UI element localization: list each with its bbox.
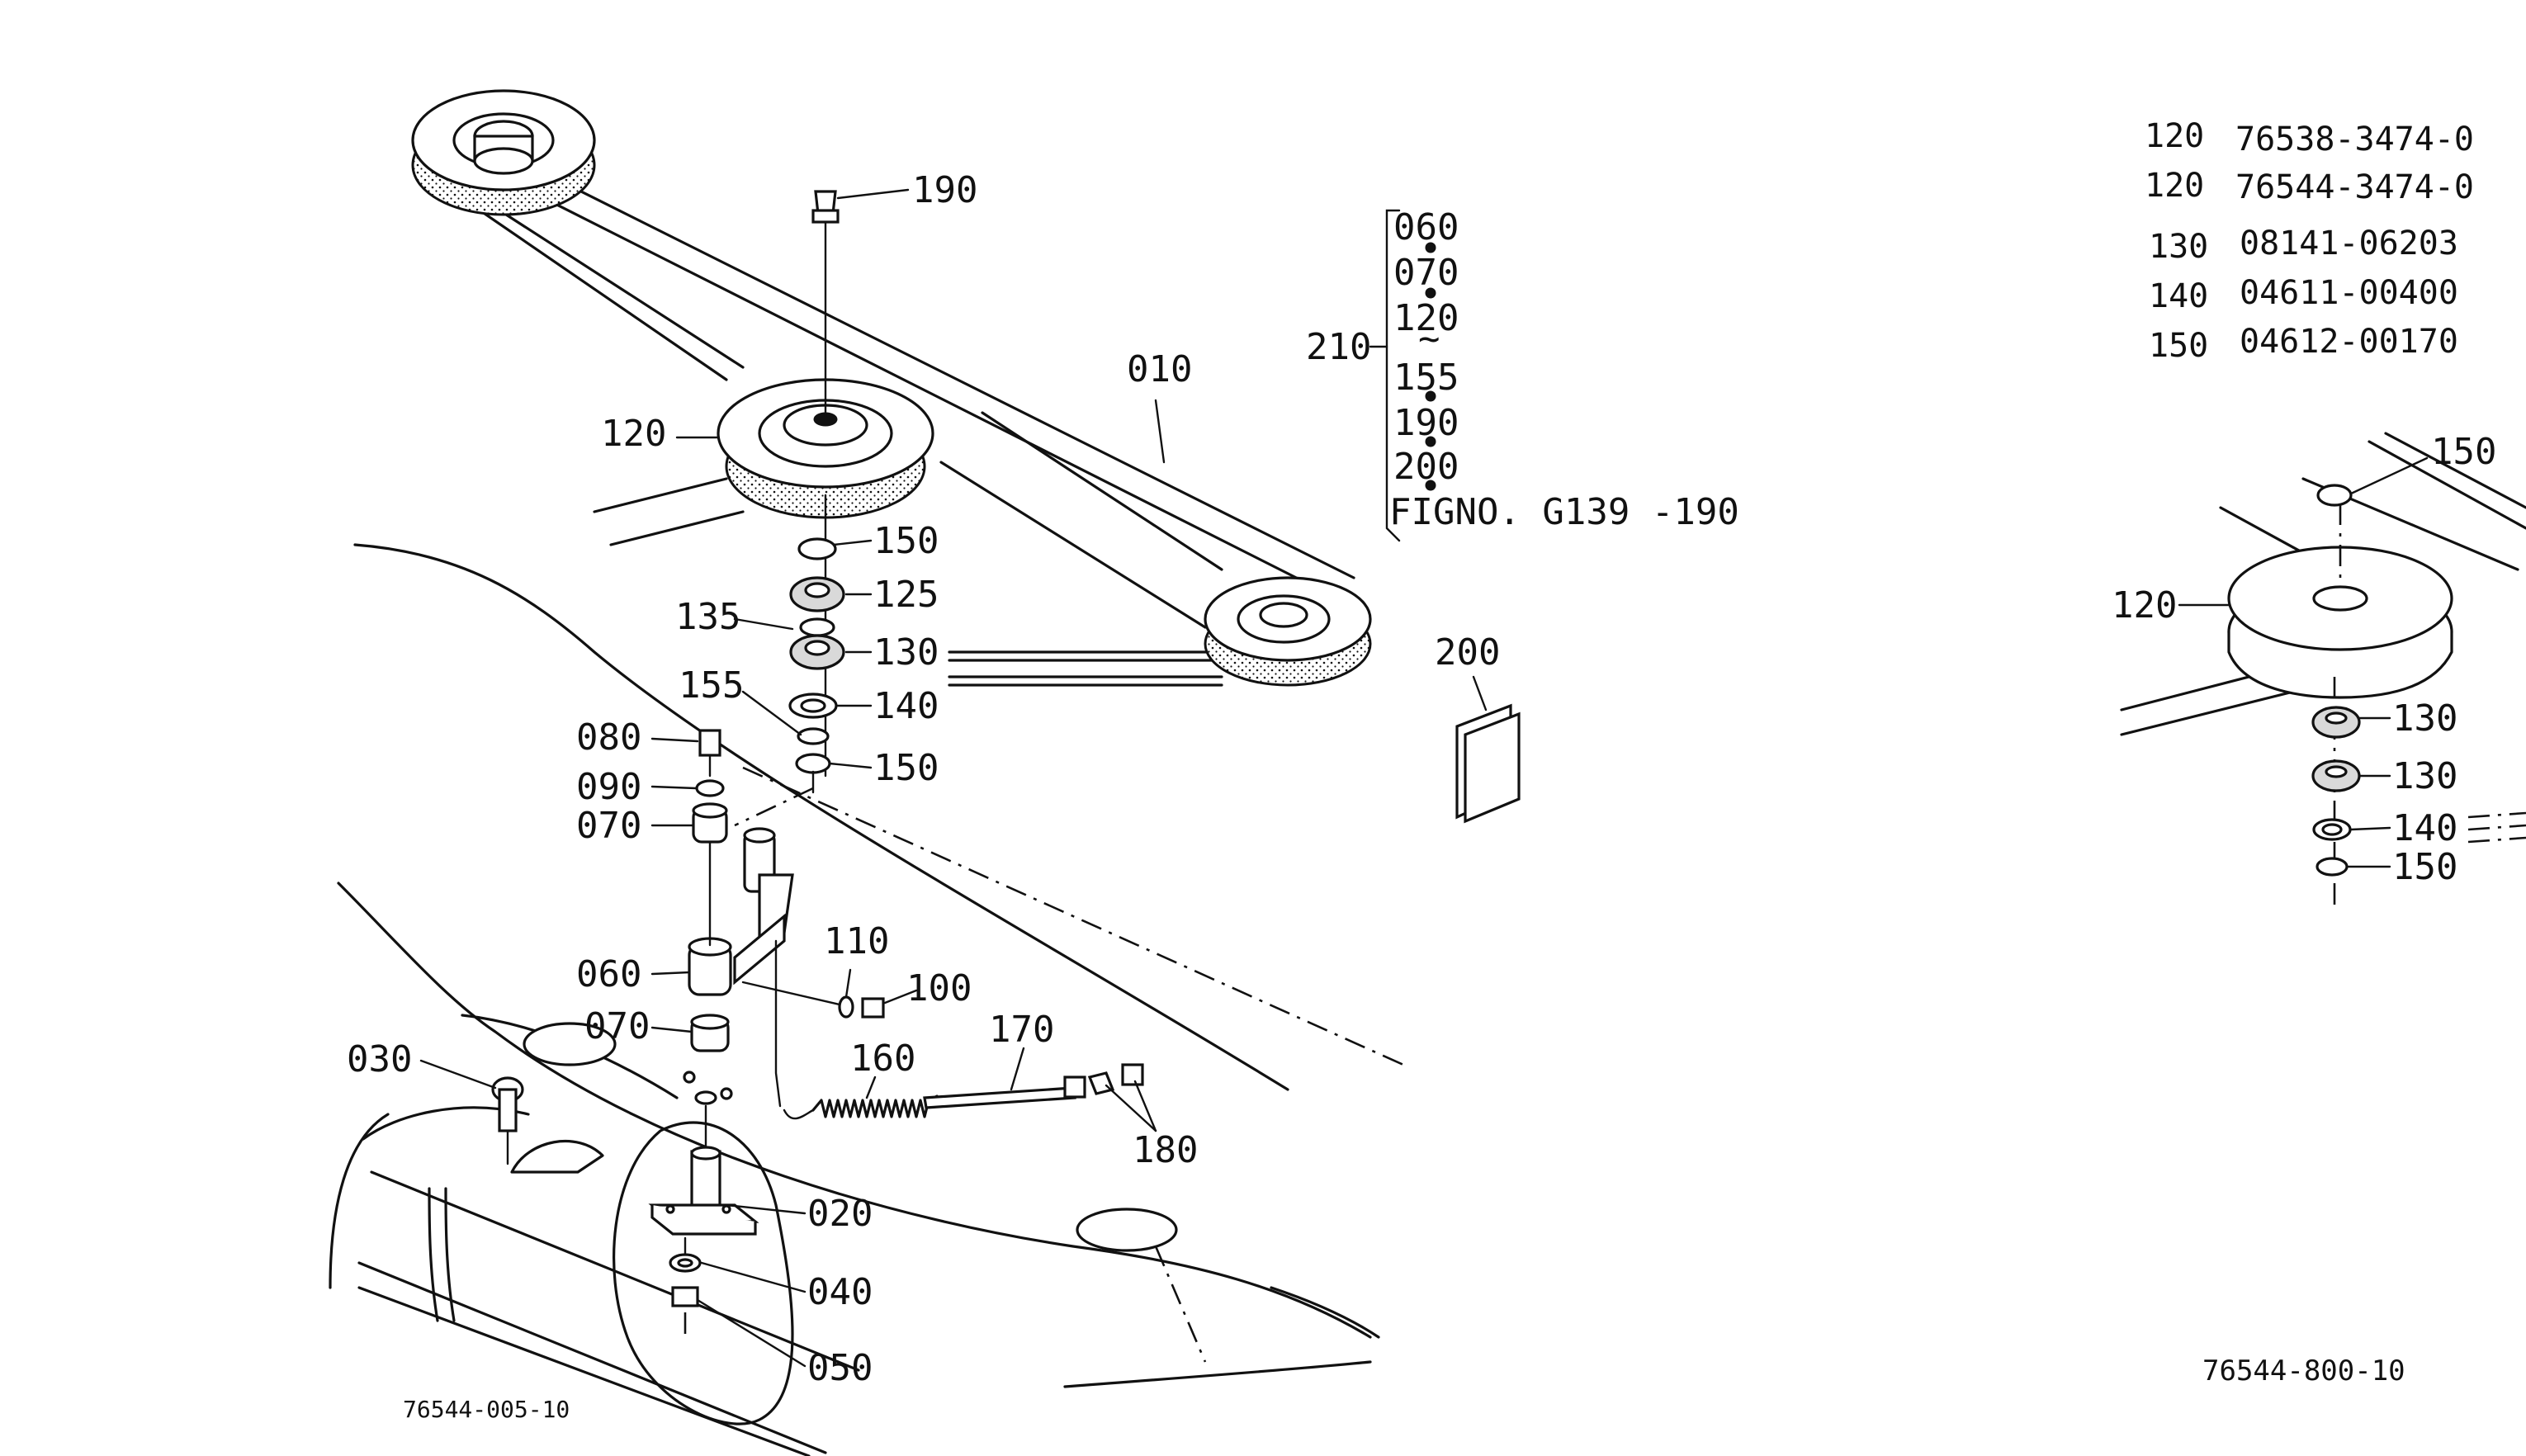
kit-label: 210 (1306, 326, 1371, 368)
right-callout-130-upper: 130 (2392, 697, 2457, 740)
right-callout-150-lower: 150 (2392, 846, 2457, 888)
callout-010: 010 (1127, 348, 1192, 390)
callout-numbers-left: 190 010 120 150 125 135 130 155 140 150 … (347, 169, 1500, 1389)
callout-190: 190 (912, 169, 977, 211)
callout-050: 050 (807, 1347, 873, 1389)
table-ref-1: 120 (2145, 117, 2204, 155)
kit-item-190: 190 (1393, 402, 1459, 444)
callout-200: 200 (1435, 631, 1500, 674)
callout-135: 135 (675, 596, 740, 638)
right-callout-120: 120 (2112, 584, 2177, 626)
kit-range-tilde: ~ (1418, 318, 1440, 360)
table-part-4: 04611-00400 (2240, 274, 2458, 312)
callout-110: 110 (824, 920, 889, 962)
table-part-3: 08141-06203 (2240, 225, 2458, 262)
callout-060: 060 (576, 953, 641, 995)
callout-160: 160 (850, 1038, 915, 1080)
callout-leaders-left (419, 188, 1488, 1368)
kit-bullets (1425, 242, 1436, 491)
callout-070-lower: 070 (584, 1005, 650, 1047)
callout-120: 120 (601, 413, 666, 455)
kit-210-list: 210 060 070 120 ~ 155 190 200 FIGNO. G13… (1306, 206, 1739, 533)
callout-180: 180 (1133, 1129, 1198, 1171)
kit-item-120: 120 (1393, 297, 1459, 339)
kit-item-060: 060 (1393, 206, 1459, 248)
callout-125: 125 (873, 574, 939, 616)
table-ref-4: 140 (2149, 277, 2208, 315)
table-part-5: 04612-00170 (2240, 323, 2458, 361)
pivot-shaft-detail (648, 1104, 759, 1337)
drawing-number-right: 76544-800-10 (2202, 1354, 2405, 1387)
right-callout-150-upper: 150 (2431, 431, 2496, 473)
callout-070-upper: 070 (576, 805, 641, 847)
right-pulley-detail (2120, 432, 2526, 908)
callout-130: 130 (873, 631, 939, 674)
parts-table: 120 76538-3474-0 120 76544-3474-0 130 08… (2145, 117, 2474, 365)
right-callout-140: 140 (2392, 807, 2457, 849)
callout-leaders-right (2178, 456, 2429, 868)
table-part-1: 76538-3474-0 (2235, 121, 2474, 158)
pulley-120 (717, 378, 934, 519)
kit-item-070: 070 (1393, 252, 1459, 294)
callout-040: 040 (807, 1271, 873, 1313)
callout-170: 170 (989, 1009, 1054, 1051)
callout-150-upper: 150 (873, 520, 939, 562)
callout-030: 030 (347, 1038, 412, 1080)
callout-150-lower: 150 (873, 747, 939, 789)
callout-080: 080 (576, 716, 641, 759)
callout-140: 140 (873, 685, 939, 727)
callout-numbers-right: 150 120 130 130 140 150 (2112, 431, 2496, 888)
idler-pulley (1204, 576, 1372, 687)
bearing-stack (788, 494, 845, 794)
idler-arm-assembly (683, 729, 885, 1108)
carriage-bolt-030 (491, 1076, 524, 1165)
kit-figno: FIGNO. G139 -190 (1389, 491, 1739, 533)
kit-item-200: 200 (1393, 446, 1459, 488)
operator-manual-200 (1455, 703, 1521, 824)
callout-020: 020 (807, 1193, 873, 1235)
table-part-2: 76544-3474-0 (2235, 168, 2474, 206)
tension-spring-and-rod (783, 1063, 1144, 1120)
table-ref-2: 120 (2145, 167, 2204, 205)
table-ref-5: 150 (2149, 327, 2208, 365)
top-pulley (411, 89, 596, 216)
callout-100: 100 (906, 967, 972, 1009)
right-callout-130-lower: 130 (2392, 755, 2457, 797)
grease-nipple-190 (811, 190, 840, 418)
callout-090: 090 (576, 766, 641, 808)
table-ref-3: 130 (2149, 228, 2208, 266)
kit-item-155: 155 (1393, 357, 1459, 399)
callout-155: 155 (679, 664, 744, 707)
drawing-number-left: 76544-005-10 (403, 1396, 570, 1423)
